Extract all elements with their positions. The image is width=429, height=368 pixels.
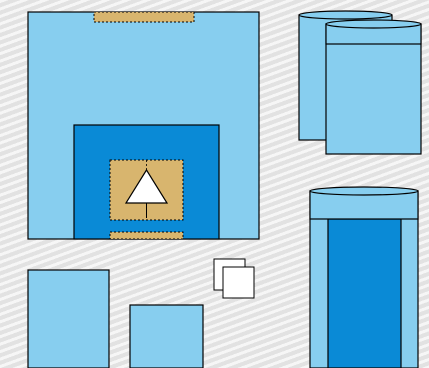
top-tan-strip [94, 12, 194, 22]
duplicate-squares-icon [214, 259, 254, 298]
container-insert [310, 187, 418, 368]
small-panel-middle [130, 305, 203, 368]
bottom-tan-strip [110, 232, 183, 239]
small-panel-left [28, 270, 109, 368]
container-front [326, 20, 421, 154]
